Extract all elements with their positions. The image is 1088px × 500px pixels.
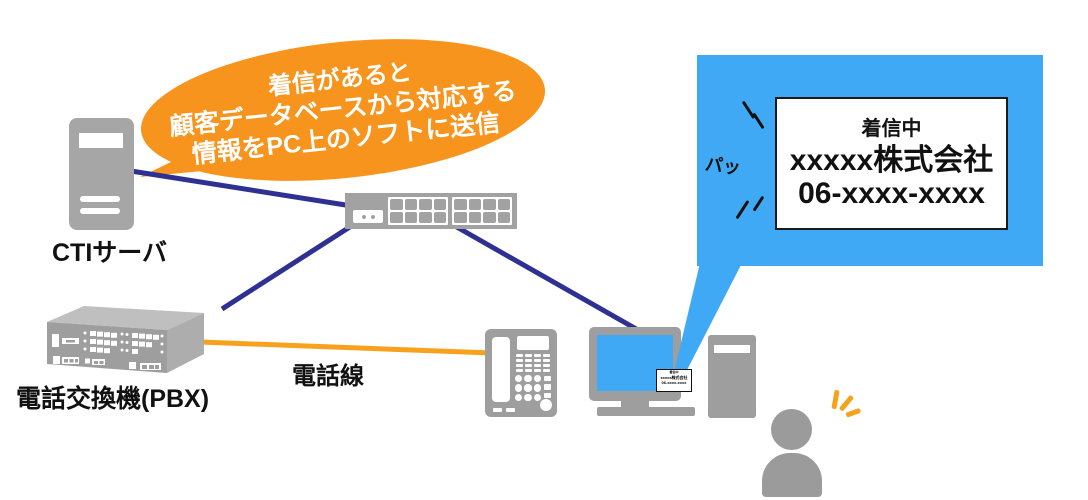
screen-popup-mini: 着信中 xxxxx株式会社 06-xxxx-xxxx bbox=[656, 369, 692, 392]
server-vent-bar bbox=[80, 196, 120, 202]
phone-foot-bar bbox=[493, 408, 502, 412]
network-switch-icon bbox=[345, 193, 517, 229]
desk-phone-icon bbox=[485, 329, 557, 417]
incoming-call-status: 着信中 bbox=[861, 118, 922, 140]
switch-port-block-left bbox=[388, 197, 448, 225]
mini-popup-number: 06-xxxx-xxxx bbox=[661, 379, 687, 385]
cti-server-label: CTIサーバ bbox=[52, 239, 168, 267]
switch-status-leds bbox=[353, 210, 383, 223]
phone-display bbox=[517, 336, 549, 350]
phone-speaker-button bbox=[540, 399, 552, 411]
monitor-stand-base bbox=[597, 407, 695, 416]
pc-tower-icon bbox=[708, 335, 756, 418]
caller-phone-number: 06-xxxx-xxxx bbox=[798, 177, 985, 210]
lan-line-server-switch bbox=[130, 168, 353, 209]
pbx-label: 電話交換機(PBX) bbox=[16, 385, 210, 413]
switch-port-block-right bbox=[452, 197, 512, 225]
flash-line-icon bbox=[735, 200, 750, 219]
screen-callout: 着信中 xxxxx株式会社 06-xxxx-xxxx パッ bbox=[697, 55, 1043, 266]
phone-side-keys bbox=[544, 376, 551, 398]
monitor-stand-neck bbox=[621, 399, 649, 409]
popup-sound-effect: パッ bbox=[703, 154, 742, 178]
phone-function-keys bbox=[516, 354, 550, 372]
caller-company-name: xxxxx株式会社 bbox=[789, 144, 994, 177]
caller-info-panel: 着信中 xxxxx株式会社 06-xxxx-xxxx bbox=[775, 97, 1008, 230]
phone-line-label: 電話線 bbox=[292, 363, 364, 390]
server-drive-slot bbox=[79, 133, 123, 148]
server-vent-bar bbox=[80, 208, 120, 214]
cti-server-icon bbox=[69, 118, 134, 230]
phone-line bbox=[199, 339, 493, 356]
phone-keypad bbox=[515, 375, 541, 401]
person-icon-body bbox=[762, 453, 822, 497]
pbx-icon bbox=[47, 306, 204, 373]
flash-line-icon bbox=[752, 195, 764, 212]
mini-popup-status: 着信中 bbox=[669, 370, 679, 374]
phone-handset bbox=[492, 337, 510, 402]
mini-popup-company: xxxxx株式会社 bbox=[660, 374, 688, 380]
person-icon-head bbox=[771, 409, 812, 450]
tower-drive-slot bbox=[714, 345, 750, 353]
lan-line-switch-pc bbox=[453, 223, 640, 333]
lan-line-switch-pbx bbox=[220, 220, 358, 312]
flash-line-icon bbox=[752, 112, 765, 130]
phone-foot-bar bbox=[506, 408, 515, 412]
